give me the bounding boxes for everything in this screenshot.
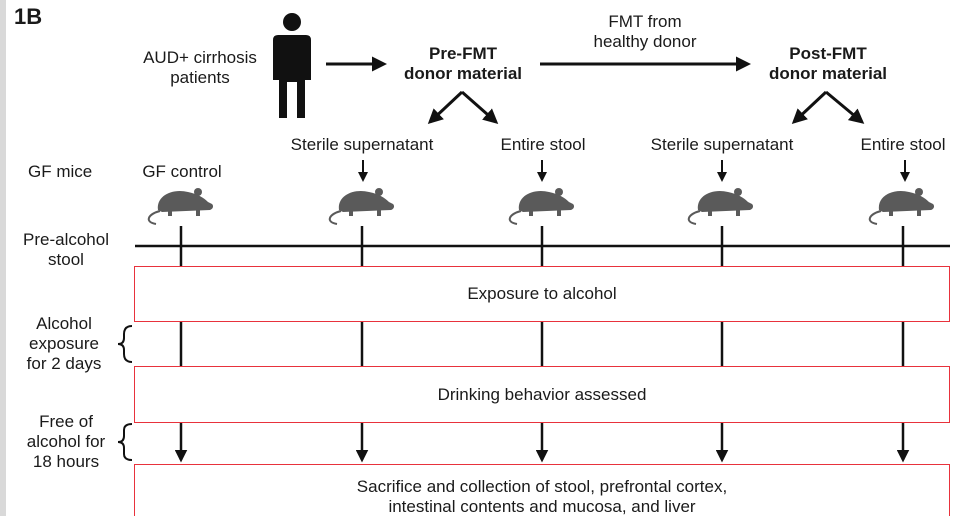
sacrifice-collection-box: Sacrifice and collection of stool, prefr… bbox=[134, 464, 950, 516]
group-timelines bbox=[174, 226, 910, 463]
post-supernatant-label: Sterile supernatant bbox=[650, 135, 794, 154]
exposure-to-alcohol-box: Exposure to alcohol bbox=[134, 266, 950, 322]
fmt-source-label: FMT from healthy donor bbox=[593, 12, 697, 51]
left-margin-band bbox=[0, 0, 6, 516]
mouse-gf-control-icon bbox=[147, 187, 215, 225]
brace-free-of-alcohol bbox=[117, 423, 133, 461]
split-arrows-postfmt bbox=[791, 90, 865, 125]
alcohol-exposure-label: Alcohol exposure for 2 days bbox=[26, 314, 102, 373]
mouse-pre-supernatant-icon bbox=[328, 187, 396, 225]
free-of-alcohol-label: Free of alcohol for 18 hours bbox=[26, 412, 106, 471]
pre-stool-label: Entire stool bbox=[500, 135, 586, 154]
post-fmt-label: Post-FMT donor material bbox=[768, 44, 888, 83]
mouse-post-stool-icon bbox=[868, 187, 936, 225]
brace-alcohol-exposure bbox=[117, 325, 133, 363]
pre-supernatant-label: Sterile supernatant bbox=[290, 135, 434, 154]
gf-control-label: GF control bbox=[142, 162, 222, 181]
mouse-pre-stool-icon bbox=[508, 187, 576, 225]
pre-fmt-label: Pre-FMT donor material bbox=[403, 44, 523, 83]
split-arrows-prefmt bbox=[427, 90, 499, 125]
fraction-to-mouse-arrows bbox=[358, 160, 910, 182]
mouse-post-supernatant-icon bbox=[687, 187, 755, 225]
panel-label: 1B bbox=[14, 4, 43, 29]
drinking-behavior-box: Drinking behavior assessed bbox=[134, 366, 950, 423]
patient-figure-icon bbox=[273, 13, 311, 118]
patients-label: AUD+ cirrhosis patients bbox=[143, 48, 257, 87]
pre-alcohol-label: Pre-alcohol stool bbox=[23, 230, 109, 269]
gf-mice-label: GF mice bbox=[28, 162, 93, 181]
post-stool-label: Entire stool bbox=[860, 135, 946, 154]
